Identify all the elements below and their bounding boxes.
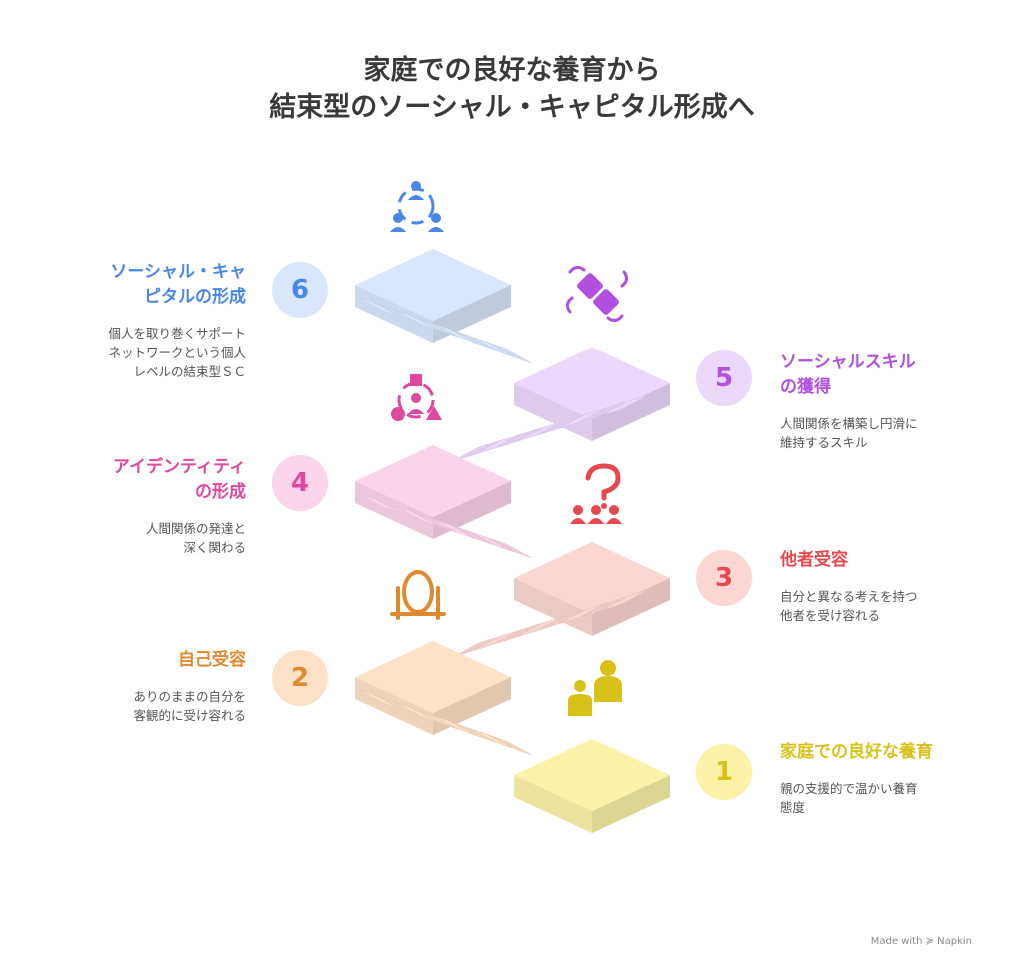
landing-1 xyxy=(514,739,670,833)
puzzle-icon xyxy=(565,265,629,323)
mirror-icon xyxy=(390,570,446,620)
title-line-2: 結束型のソーシャル・キャピタル形成へ xyxy=(269,92,755,123)
stairs-1-to-2 xyxy=(356,688,533,756)
step-6-description: 個人を取り巻くサポートネットワークという個人レベルの結束型ＳＣ xyxy=(108,326,246,379)
step-4-heading: アイデンティティの形成 xyxy=(112,457,246,502)
shapes-cycle-icon xyxy=(391,374,442,421)
step-6-heading: ソーシャル・キャピタルの形成 xyxy=(110,262,246,307)
step-5-text: ソーシャルスキルの獲得 人間関係を構築し円滑に維持するスキル xyxy=(780,350,1024,452)
step-3-text: 他者受容 自分と異なる考えを持つ他者を受け容れる xyxy=(780,548,1024,625)
step-5-heading: ソーシャルスキルの獲得 xyxy=(780,352,916,397)
step-1-text: 家庭での良好な養育 親の支援的で温かい養育態度 xyxy=(780,740,1024,817)
landing-4 xyxy=(355,445,511,539)
step-3-number: 3 xyxy=(696,550,752,606)
stairs-2-to-3 xyxy=(452,589,649,658)
network-icon xyxy=(390,181,444,232)
step-3-description: 自分と異なる考えを持つ他者を受け容れる xyxy=(780,589,918,623)
question-group-icon xyxy=(570,463,622,524)
step-2-number: 2 xyxy=(272,650,328,706)
step-2-description: ありのままの自分を客観的に受け容れる xyxy=(133,689,246,723)
landing-3 xyxy=(514,542,670,636)
landing-5 xyxy=(514,347,670,441)
step-1-description: 親の支援的で温かい養育態度 xyxy=(780,781,918,815)
step-2-text: 自己受容 ありのままの自分を客観的に受け容れる xyxy=(0,648,246,725)
title-line-1: 家庭での良好な養育から xyxy=(363,55,661,86)
step-1-heading: 家庭での良好な養育 xyxy=(780,742,933,762)
step-2-heading: 自己受容 xyxy=(178,650,246,670)
step-5-description: 人間関係を構築し円滑に維持するスキル xyxy=(780,416,918,450)
landing-6 xyxy=(355,249,511,343)
step-4-number: 4 xyxy=(272,455,328,511)
step-5-number: 5 xyxy=(696,350,752,406)
landing-2 xyxy=(355,641,511,735)
stairs-5-to-6 xyxy=(356,296,533,364)
step-1-number: 1 xyxy=(696,744,752,800)
parent-child-icon xyxy=(568,660,622,716)
step-6-text: ソーシャル・キャピタルの形成 個人を取り巻くサポートネットワークという個人レベル… xyxy=(0,260,246,381)
stairs-4-to-5 xyxy=(452,394,649,462)
step-3-heading: 他者受容 xyxy=(780,550,848,570)
napkin-watermark: Made with ≽ Napkin xyxy=(870,936,972,947)
stairs-3-to-4 xyxy=(356,492,533,559)
step-4-description: 人間関係の発達と深く関わる xyxy=(145,521,246,555)
step-6-number: 6 xyxy=(272,262,328,318)
diagram-title: 家庭での良好な養育から 結束型のソーシャル・キャピタル形成へ xyxy=(0,52,1024,126)
step-4-text: アイデンティティの形成 人間関係の発達と深く関わる xyxy=(0,455,246,557)
